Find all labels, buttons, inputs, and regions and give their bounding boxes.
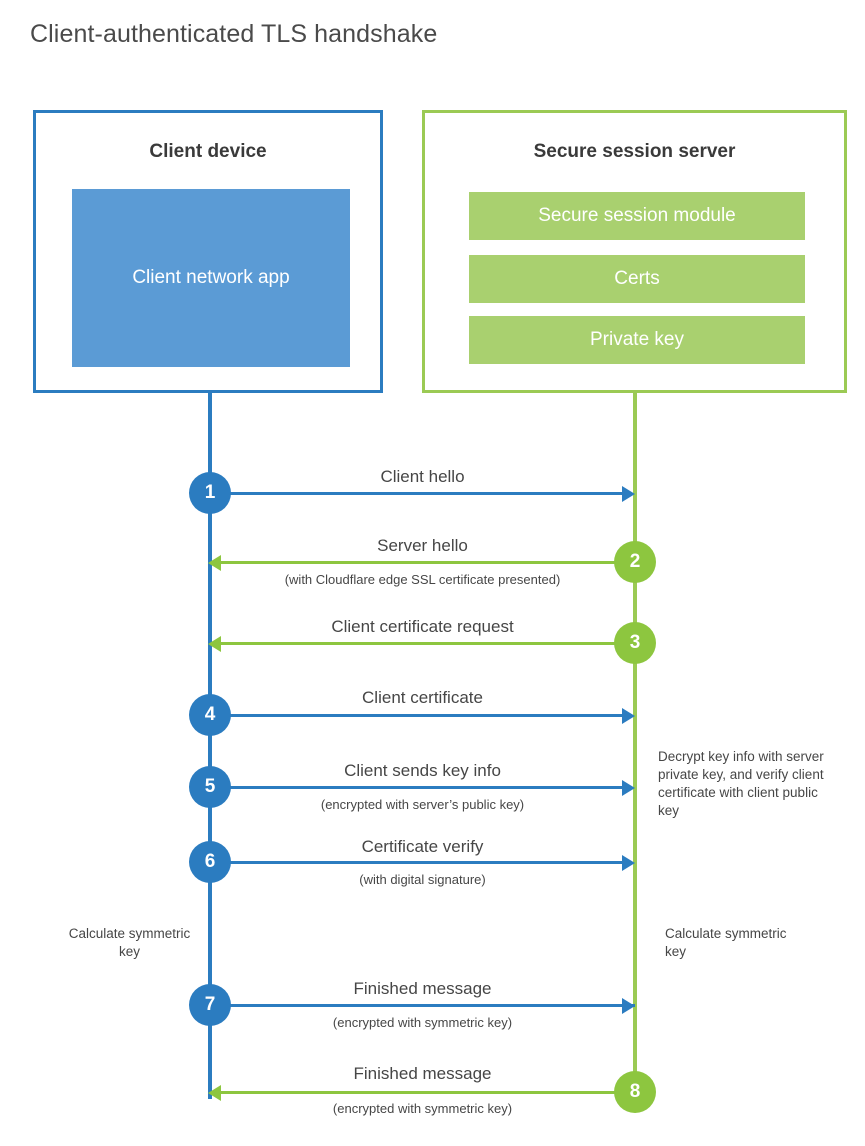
step-circle-4: 4	[189, 694, 231, 736]
message-5-line	[210, 786, 624, 789]
message-2-sublabel: (with Cloudflare edge SSL certificate pr…	[284, 572, 561, 587]
message-5-label: Client sends key info	[344, 761, 501, 780]
private-key-block: Private key	[469, 316, 805, 364]
message-1-label: Client hello	[380, 467, 465, 486]
message-7-label: Finished message	[353, 979, 492, 998]
client-device-box: Client device Client network app	[33, 110, 383, 393]
message-2-label: Server hello	[377, 536, 468, 555]
message-3-label: Client certificate request	[331, 617, 514, 636]
certs-block: Certs	[469, 255, 805, 303]
message-8-label: Finished message	[353, 1064, 492, 1083]
message-7-arrowhead-icon	[622, 997, 635, 1014]
message-6-arrowhead-icon	[622, 854, 635, 871]
step-circle-3: 3	[614, 622, 656, 664]
server-decrypt-note: Decrypt key info with server private key…	[658, 749, 824, 818]
client-network-app-block: Client network app	[72, 189, 350, 367]
secure-session-module-block: Secure session module	[469, 192, 805, 240]
message-4-label: Client certificate	[362, 688, 483, 707]
message-1-line	[210, 492, 624, 495]
server-calculate-symmetric-key-note: Calculate symmetric key	[665, 926, 787, 959]
message-5-sublabel: (encrypted with server’s public key)	[320, 797, 525, 812]
secure-session-server-title: Secure session server	[533, 141, 736, 162]
client-calculate-symmetric-key-note: Calculate symmetric key	[68, 926, 191, 959]
step-circle-2: 2	[614, 541, 656, 583]
message-6-line	[210, 861, 624, 864]
message-2-line	[221, 561, 635, 564]
message-1-arrowhead-icon	[622, 485, 635, 502]
message-8-line	[221, 1091, 635, 1094]
message-6-sublabel: (with digital signature)	[359, 872, 486, 887]
message-3-line	[221, 642, 635, 645]
message-7-line	[210, 1004, 635, 1007]
step-circle-7: 7	[189, 984, 231, 1026]
secure-session-server-box: Secure session server Secure session mod…	[422, 110, 847, 393]
step-circle-8: 8	[614, 1071, 656, 1113]
page-title: Client-authenticated TLS handshake	[30, 20, 438, 48]
message-8-sublabel: (encrypted with symmetric key)	[332, 1101, 513, 1116]
step-circle-6: 6	[189, 841, 231, 883]
message-4-arrowhead-icon	[622, 707, 635, 724]
message-8-arrowhead-icon	[208, 1084, 221, 1101]
client-device-title: Client device	[149, 141, 267, 162]
message-4-line	[210, 714, 624, 717]
message-6-label: Certificate verify	[361, 837, 484, 856]
message-7-sublabel: (encrypted with symmetric key)	[332, 1015, 513, 1030]
step-circle-5: 5	[189, 766, 231, 808]
message-3-arrowhead-icon	[208, 635, 221, 652]
message-2-arrowhead-icon	[208, 554, 221, 571]
message-5-arrowhead-icon	[622, 779, 635, 796]
server-lifeline	[633, 393, 637, 1093]
client-lifeline	[208, 393, 212, 1099]
step-circle-1: 1	[189, 472, 231, 514]
